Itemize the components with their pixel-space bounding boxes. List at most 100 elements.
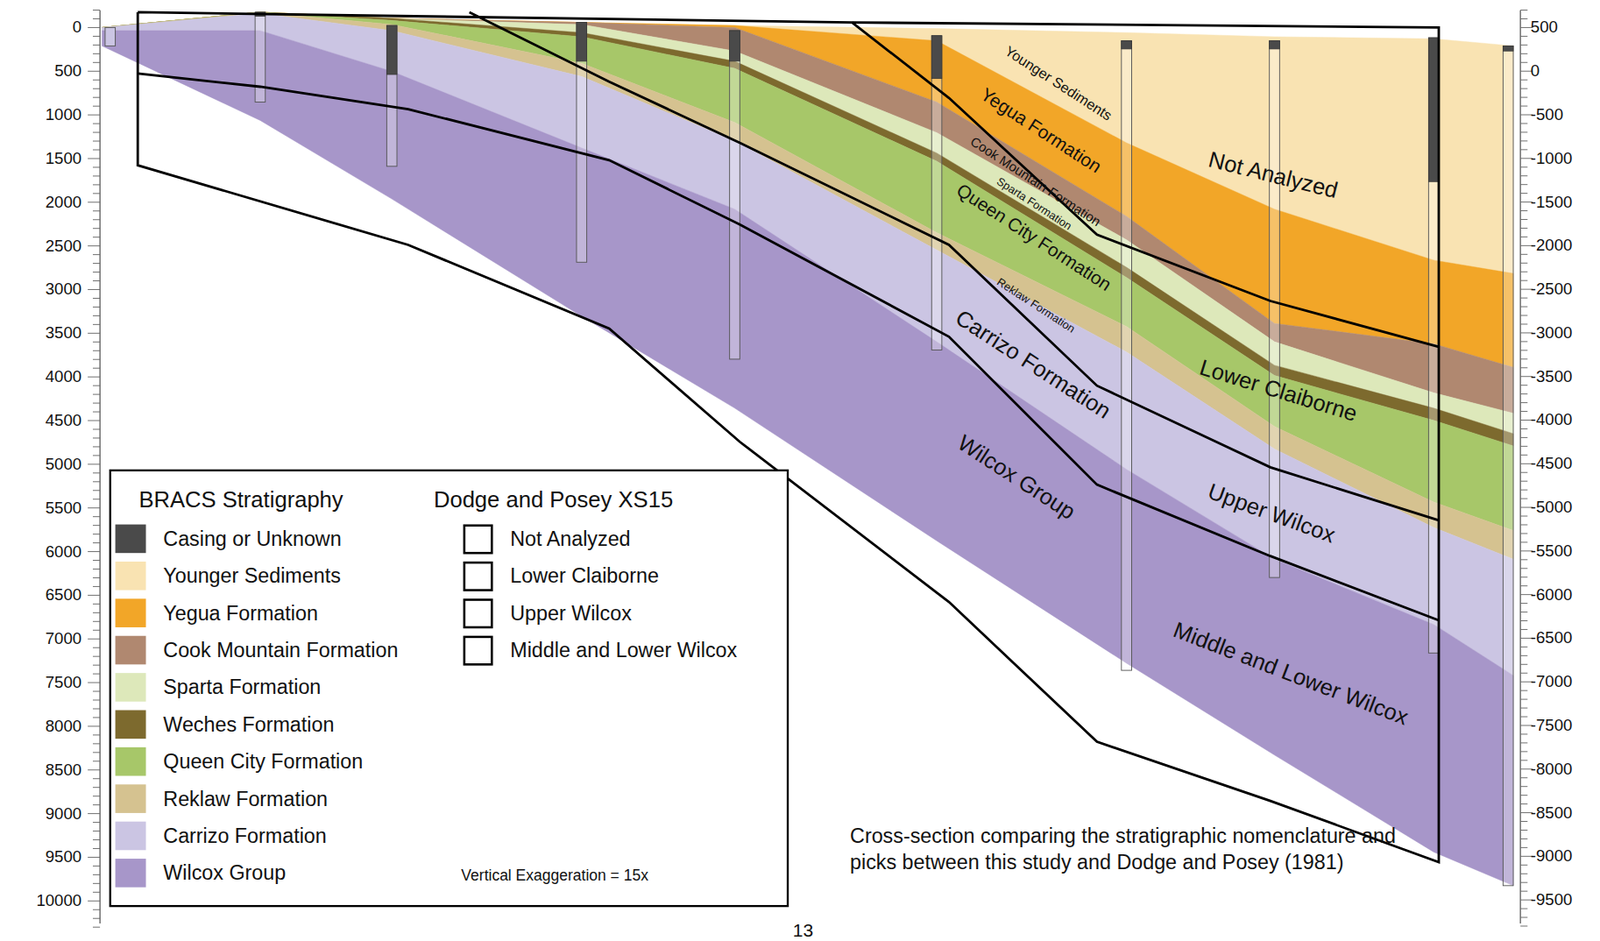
axis-tick-label: -3000 [1530, 323, 1573, 342]
legend-swatch [115, 858, 147, 888]
axis-tick-label: 4500 [45, 410, 82, 430]
axis-tick-label: -3500 [1530, 367, 1573, 386]
legend-entry: Not Analyzed [509, 526, 631, 551]
legend-entry: Middle and Lower Wilcox [509, 638, 737, 663]
axis-tick-label: 2500 [45, 236, 82, 255]
axis-tick-label: 3000 [45, 280, 82, 299]
depth-axes [87, 10, 1533, 928]
axis-tick-label: 6000 [45, 542, 82, 561]
legend-entry: Yegua Formation [162, 601, 319, 625]
well-bore [576, 22, 588, 263]
well-bore [1121, 41, 1133, 672]
well-casing [576, 22, 588, 62]
stratum-band [101, 30, 1514, 886]
axis-tick-label: -2000 [1530, 236, 1573, 255]
legend-entry: Lower Claiborne [509, 564, 659, 588]
well-bore [729, 30, 741, 360]
legend-swatch [115, 636, 147, 666]
axis-tick-label: -4000 [1530, 410, 1573, 430]
legend-swatch [115, 598, 147, 628]
legend-entry: Carrizo Formation [162, 824, 326, 849]
legend-outline-swatch [464, 600, 492, 628]
strata-layers [101, 12, 1514, 886]
legend-swatch [115, 747, 147, 777]
legend-outline-swatch [464, 637, 492, 665]
axis-tick-label: 0 [72, 18, 82, 37]
axis-tick-label: 1000 [45, 105, 82, 124]
axis-tick-label: -5500 [1530, 541, 1573, 560]
axis-tick-label: -5000 [1530, 497, 1573, 517]
axis-tick-label: -7000 [1530, 672, 1573, 692]
axis-tick-label: -6000 [1530, 585, 1573, 604]
caption: Cross-section comparing the stratigraphi… [849, 822, 1422, 877]
legend-entry: Weches Formation [162, 712, 334, 737]
well-casing [931, 35, 942, 79]
legend-swatch [115, 524, 147, 554]
well-casing [1428, 37, 1439, 182]
axis-tick-label: 8500 [45, 760, 82, 779]
legend-entry: Upper Wilcox [509, 601, 632, 625]
axis-tick-label: -9500 [1530, 890, 1573, 909]
axis-tick-label: 6500 [45, 586, 82, 605]
legend-entry: Sparta Formation [162, 675, 321, 700]
legend-swatch [115, 561, 147, 591]
axis-tick-label: -2500 [1530, 279, 1573, 298]
legend-swatch [115, 672, 147, 702]
axis-tick-label: -1500 [1530, 192, 1573, 212]
legend-entry: Younger Sediments [162, 564, 340, 588]
well-casing [1121, 41, 1133, 50]
axis-tick-label: 7000 [45, 630, 82, 649]
legend-outline-swatch [464, 525, 492, 553]
well-casing [1502, 45, 1514, 51]
axis-tick-label: 9000 [45, 804, 82, 823]
axis-tick-label: 8000 [45, 716, 82, 736]
well-bore [105, 27, 116, 46]
well-casing [729, 30, 741, 62]
axis-tick-label: 7500 [45, 672, 82, 692]
legend [110, 470, 788, 907]
axis-tick-label: 1500 [45, 148, 82, 168]
axis-tick-label: 500 [54, 62, 82, 81]
axis-tick-label: 5500 [45, 498, 82, 517]
well-bore [386, 25, 397, 167]
well-bore [931, 35, 942, 351]
axis-tick-label: -1000 [1530, 148, 1573, 168]
legend-entry: Wilcox Group [162, 861, 286, 885]
axis-tick-label: 10000 [35, 892, 82, 911]
well-bore [1502, 45, 1514, 885]
axis-tick-label: 4000 [45, 367, 82, 386]
well-bore [254, 12, 266, 102]
axis-tick-label: -8000 [1530, 759, 1573, 779]
axis-tick-label: -8500 [1530, 803, 1573, 822]
legend-heading: Dodge and Posey XS15 [433, 487, 673, 513]
wells [105, 12, 1514, 886]
axis-tick-label: -9000 [1530, 847, 1573, 866]
axis-tick-label: -500 [1530, 105, 1564, 124]
legend-entry: Reklaw Formation [162, 786, 328, 811]
axis-tick-label: 500 [1530, 18, 1558, 37]
axis-tick-label: -7500 [1530, 715, 1573, 735]
legend-box [110, 470, 788, 907]
axis-tick-label: 2000 [45, 192, 82, 212]
axis-tick-label: -4500 [1530, 454, 1573, 474]
well-casing [386, 25, 397, 75]
axis-tick-label: 5000 [45, 454, 82, 474]
unit-outline [851, 22, 1439, 347]
well-casing [1269, 41, 1281, 50]
scale-note: Vertical Exaggeration = 15x [460, 866, 649, 885]
axis-tick-label: 9500 [45, 848, 82, 867]
well-bore [1269, 41, 1281, 579]
legend-entry: Cook Mountain Formation [162, 638, 398, 663]
legend-heading: BRACS Stratigraphy [138, 487, 343, 513]
page-number: 13 [792, 920, 814, 941]
legend-entry: Queen City Formation [162, 750, 363, 774]
legend-swatch [115, 710, 147, 740]
unit-outline [469, 12, 1439, 521]
legend-outline-swatch [464, 562, 492, 590]
axis-tick-label: 0 [1530, 62, 1540, 81]
legend-swatch [115, 821, 147, 851]
legend-swatch [115, 784, 147, 814]
legend-entry: Casing or Unknown [162, 526, 341, 551]
axis-tick-label: -6500 [1530, 629, 1573, 648]
